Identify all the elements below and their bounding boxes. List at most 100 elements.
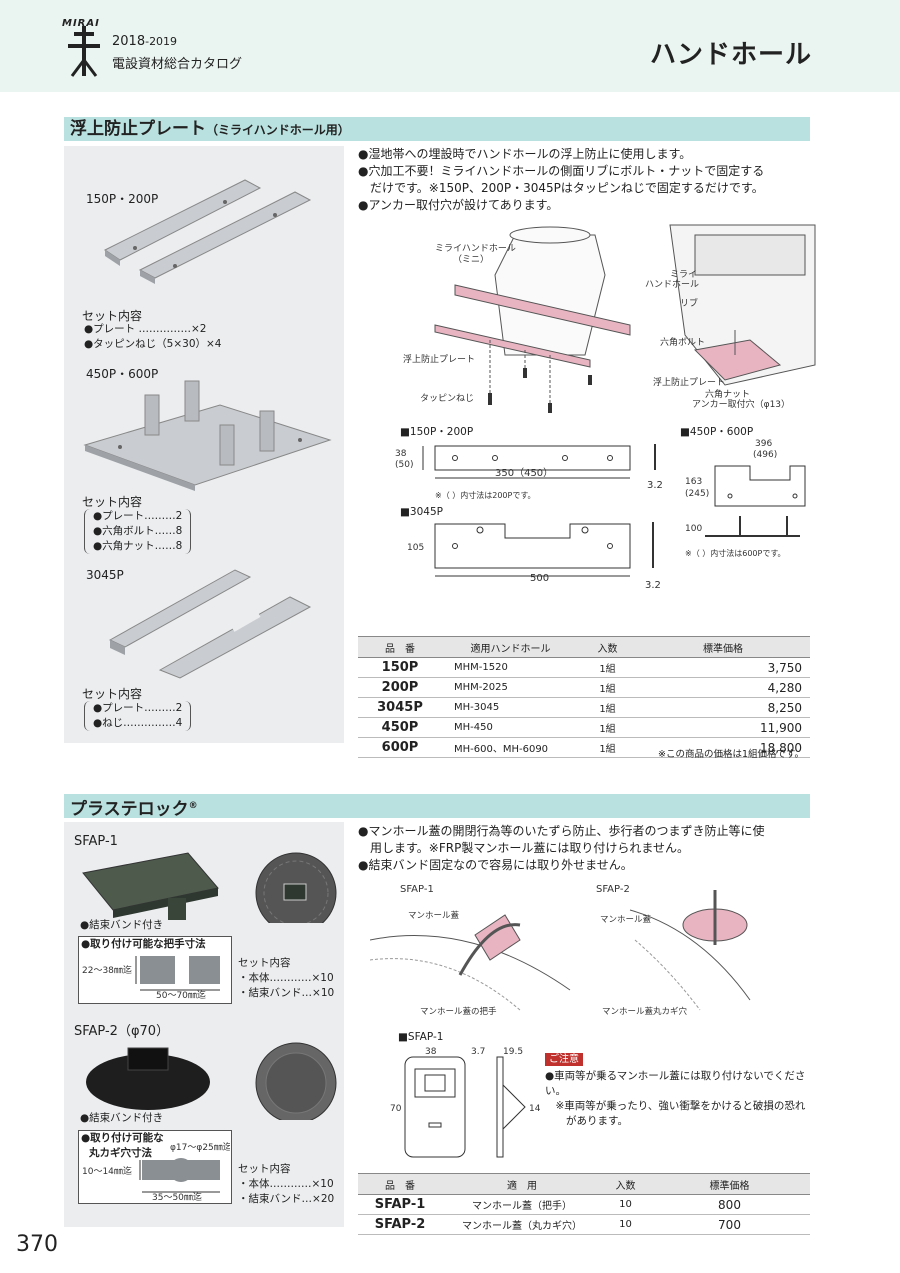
th2-code: 品 番: [358, 1173, 442, 1195]
caution-text: ●車両等が乗るマンホール蓋には取り付けないでください。 ※車両等が乗ったり、強い…: [545, 1070, 806, 1127]
dim-drawing-3045p: 500 105 3.2: [407, 522, 661, 591]
registered-mark: ®: [188, 801, 198, 811]
catalog-year: 2018-2019: [112, 34, 178, 49]
th2-price: 標準価格: [649, 1173, 810, 1195]
dim-450p-side: 100: [685, 524, 702, 534]
sfap2-dim-d: φ17～φ25㎜迄: [170, 1141, 230, 1153]
set-items-3045p: ●プレート………2 ●ねじ……………4: [84, 701, 192, 731]
sfap1-dim-w: 50～70㎜迄: [156, 989, 206, 1001]
dim-drawing-150p: 350（450） 38 (50) 3.2 ※（ ）内寸法は200Pです。: [395, 444, 663, 500]
diag-s2-hole: マンホール蓋丸カギ穴: [602, 1006, 688, 1017]
sfap1-image: [82, 852, 337, 923]
section1-title: 浮上防止プレート: [70, 119, 206, 139]
sfap2-hole-drawing: φ17～φ25㎜迄 10～14㎜迄 35～50㎜迄: [82, 1141, 230, 1202]
sfap1-dim-w-val: 38: [425, 1047, 437, 1057]
dim-title-450p: ■450P・600P: [680, 426, 754, 438]
dim-drawing-450p: 396 (496) 163 (245) 100 ※（ ）内寸法は600Pです。: [685, 439, 806, 558]
dim-3045p-height: 105: [407, 543, 424, 553]
page-header: [0, 0, 900, 92]
th-qty: 入数: [579, 636, 636, 658]
dim-3045p-thickness: 3.2: [645, 580, 661, 591]
th2-use: 適 用: [442, 1173, 602, 1195]
sfap2-band: ●結束バンド付き: [80, 1112, 164, 1124]
label-nut: 六角ナット: [705, 388, 750, 400]
label-mini: ミライハンドホール: [435, 243, 516, 254]
sfap1-dim-t3: 14: [529, 1104, 541, 1114]
label-rib: リブ: [680, 297, 698, 309]
sfap2-dim-w: 35～50㎜迄: [152, 1191, 202, 1202]
svg-text:(496): (496): [753, 450, 777, 460]
label-screw: タッピンねじ: [420, 393, 474, 404]
label-plate: 浮上防止プレート: [403, 353, 475, 365]
sfap1-dim-drawing: 38 70 3.7 19.5 14: [390, 1047, 541, 1158]
svg-text:(50): (50): [395, 460, 413, 470]
th-fit: 適用ハンドホール: [442, 636, 579, 658]
th-code: 品 番: [358, 636, 442, 658]
diag-s1: SFAP-1: [400, 884, 434, 895]
diag-s1-handle: マンホール蓋の把手: [420, 1006, 497, 1017]
set-title-3045p: セット内容: [82, 687, 143, 701]
set-title-450p: セット内容: [82, 495, 143, 509]
sfap1-dim-h-val: 70: [390, 1104, 402, 1114]
dim-3045p-width: 500: [530, 573, 549, 584]
sfap1-dim-title: ■SFAP-1: [398, 1031, 444, 1043]
sfap1-band: ●結束バンド付き: [80, 919, 164, 931]
dim-150p-width: 350（450）: [495, 467, 553, 479]
catalog-name: 電設資材総合カタログ: [112, 57, 243, 72]
caution-label: ご注意: [545, 1053, 583, 1066]
label-plate2: 浮上防止プレート: [653, 376, 725, 388]
sfap2-image: [86, 1042, 337, 1120]
section2-title: プラステロック: [70, 799, 189, 820]
label-anchor: アンカー取付穴（φ13）: [692, 398, 790, 410]
sfap1-dim-t2: 19.5: [503, 1047, 523, 1057]
sfap2-label: SFAP-2（φ70）: [74, 1024, 170, 1039]
svg-text:ハンドホール: ハンドホール: [645, 279, 699, 290]
th2-qty: 入数: [602, 1173, 649, 1195]
th-price: 標準価格: [636, 636, 810, 658]
section2-features: ●マンホール蓋の開閉行為等のいたずら防止、歩行者のつまずき防止等に使 用します。…: [358, 824, 765, 872]
svg-text:163: 163: [685, 477, 702, 487]
plate-150p-image: [104, 179, 312, 284]
sfap1-set: セット内容 ・本体…………×10 ・結束バンド…×10: [238, 957, 335, 999]
dim-title-3045p: ■3045P: [400, 506, 443, 518]
dim-450p-note: ※（ ）内寸法は600Pです。: [685, 548, 786, 558]
product-label-3045p: 3045P: [86, 568, 124, 582]
section1-subtitle: （ミライハンドホール用）: [206, 123, 350, 137]
svg-text:(245): (245): [685, 489, 709, 499]
label-bolt: 六角ボルト: [660, 336, 705, 348]
product-label-450p: 450P・600P: [86, 367, 159, 381]
set-title-150p: セット内容: [82, 309, 143, 323]
svg-text:38: 38: [395, 449, 407, 459]
page-number: 370: [16, 1232, 58, 1257]
sfap1-dim-h: 22～38㎜迄: [82, 964, 132, 976]
diag-s2-lid: マンホール蓋: [600, 914, 652, 925]
dim-150p-thickness: 3.2: [647, 480, 663, 491]
sfap-install-diagram: SFAP-1 マンホール蓋 マンホール蓋の把手 SFAP-2 マンホール蓋 マン…: [370, 884, 751, 1017]
product-label-150p: 150P・200P: [86, 192, 159, 206]
set-items-150p: ●プレート ……………×2 ●タッピンねじ（5×30）×4: [84, 323, 222, 350]
svg-text:（ミニ）: （ミニ）: [453, 254, 489, 265]
diag-s1-lid: マンホール蓋: [408, 910, 460, 921]
section2-bar: プラステロック®: [64, 794, 810, 820]
logo-text: MIRAI: [62, 18, 100, 29]
table1-note: ※この商品の価格は1組価格です。: [658, 749, 805, 760]
plate-450p-image: [83, 380, 332, 491]
sfap1-dim-t1: 3.7: [471, 1047, 485, 1057]
svg-text:396: 396: [755, 439, 772, 449]
sfap1-label: SFAP-1: [74, 834, 118, 849]
sfap1-handle-drawing: 22～38㎜迄 50～70㎜迄: [82, 956, 220, 1001]
dim-150p-note: ※（ ）内寸法は200Pです。: [435, 490, 536, 500]
section1-features: ●湿地帯への埋設時でハンドホールの浮上防止に使用します。 ●穴加工不要！ミライハ…: [358, 147, 765, 212]
caution-box: ご注意 ●車両等が乗るマンホール蓋には取り付けないでください。 ※車両等が乗った…: [545, 1047, 810, 1129]
label-handhole: ミライ: [670, 269, 697, 280]
set-items-450p: ●プレート………2 ●六角ボルト……8 ●六角ナット……8: [84, 509, 192, 554]
